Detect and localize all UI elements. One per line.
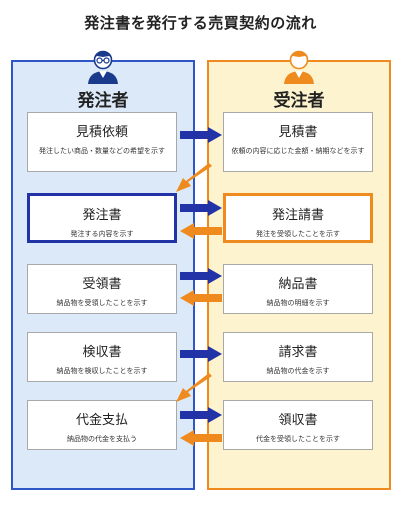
seller-step-quotation: 見積書 依頼の内容に応じた金額・納期などを示す <box>223 112 373 172</box>
arrow-diagonal-down-left-icon <box>176 373 212 402</box>
buyer-step-purchase-order: 発注書 発注する内容を示す <box>27 193 177 243</box>
arrow-left-icon <box>180 223 222 239</box>
step-description: 依頼の内容に応じた金額・納期などを示す <box>231 147 365 155</box>
step-description: 納品物の代金を支払う <box>67 435 137 443</box>
step-description: 代金を受領したことを示す <box>256 435 340 443</box>
step-description: 発注を受領したことを示す <box>256 230 340 238</box>
buyer-label: 発注者 <box>77 91 129 111</box>
step-description: 納品物の代金を示す <box>266 367 330 375</box>
step-description: 納品物を受領したことを示す <box>56 299 148 307</box>
seller-step-invoice: 請求書 納品物の代金を示す <box>223 332 373 382</box>
step-title: 請求書 <box>278 345 318 360</box>
arrow-left-icon <box>180 430 222 446</box>
step-title: 発注請書 <box>271 208 324 223</box>
seller-step-order-acknowledgment: 発注請書 発注を受領したことを示す <box>223 193 373 243</box>
person-icon <box>284 50 314 84</box>
seller-label: 受注者 <box>273 91 325 111</box>
buyer-step-payment: 代金支払 納品物の代金を支払う <box>27 400 177 450</box>
arrow-diagonal-down-left-icon <box>176 163 212 192</box>
person-with-glasses-icon <box>88 50 118 84</box>
seller-step-delivery-note: 納品書 納品物の明細を示す <box>223 264 373 314</box>
step-title: 代金支払 <box>75 413 128 428</box>
step-title: 納品書 <box>278 277 318 292</box>
arrow-left-icon <box>180 290 222 306</box>
step-title: 発注書 <box>82 208 122 223</box>
arrow-right-icon <box>180 200 222 216</box>
step-description: 納品物の明細を示す <box>266 299 330 307</box>
arrow-right-icon <box>180 346 222 362</box>
arrow-right-icon <box>180 268 222 284</box>
diagram-title: 発注書を発行する売買契約の流れ <box>84 14 317 32</box>
step-description: 発注する内容を示す <box>70 230 134 238</box>
arrow-right-icon <box>180 127 222 143</box>
step-title: 領収書 <box>278 413 318 428</box>
step-description: 納品物を検収したことを示す <box>56 367 148 375</box>
seller-step-receipt: 領収書 代金を受領したことを示す <box>223 400 373 450</box>
step-title: 受領書 <box>82 277 122 292</box>
step-title: 検収書 <box>82 345 122 360</box>
step-description: 発注したい商品・数量などの希望を示す <box>39 147 165 155</box>
buyer-step-quote-request: 見積依頼 発注したい商品・数量などの希望を示す <box>27 112 177 172</box>
step-title: 見積依頼 <box>75 125 128 140</box>
buyer-step-inspection: 検収書 納品物を検収したことを示す <box>27 332 177 382</box>
step-title: 見積書 <box>278 125 318 140</box>
arrow-right-icon <box>180 407 222 423</box>
buyer-step-receipt-of-goods: 受領書 納品物を受領したことを示す <box>27 264 177 314</box>
